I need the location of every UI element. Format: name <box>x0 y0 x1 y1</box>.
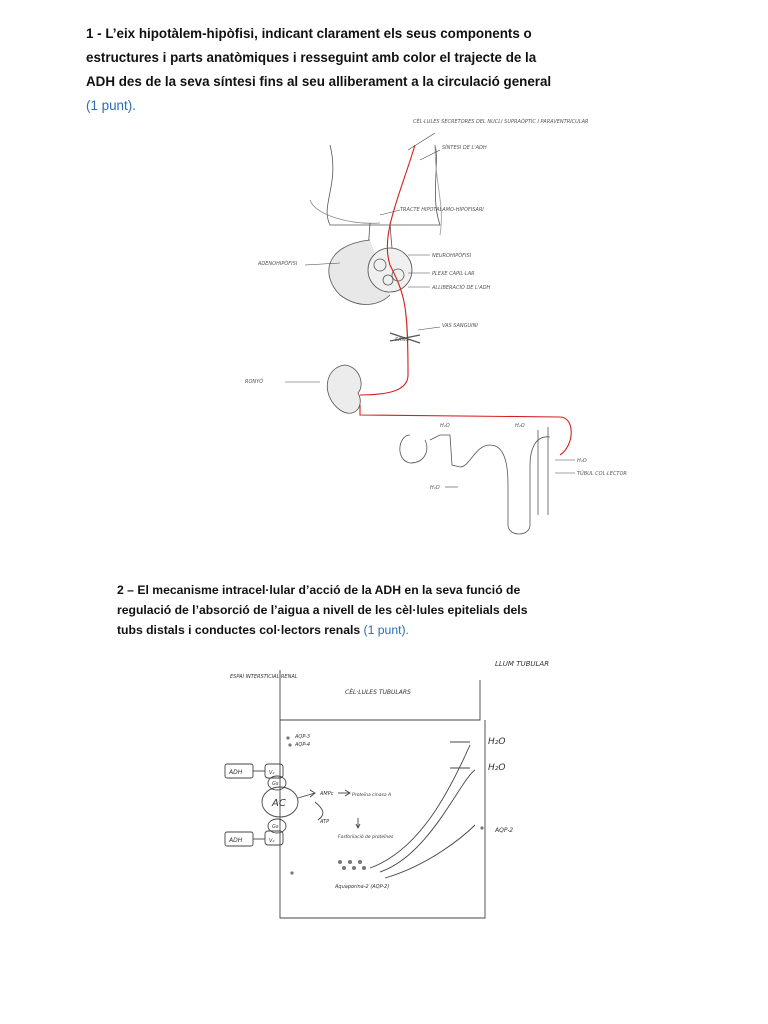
label-water-4: H₂O <box>430 485 440 491</box>
label-atp: ATP <box>319 819 329 825</box>
label-aqp2-vesicles: Aquaporina-2 (AQP-2) <box>334 884 389 890</box>
adh-path-to-duct <box>360 405 571 455</box>
label-water-3: H₂O <box>577 458 587 464</box>
label-aqp2: AQP-2 <box>494 827 513 834</box>
label-adh-2: ADH <box>228 837 243 844</box>
label-adh-1: ADH <box>228 769 243 776</box>
label-vessel: VAS SANGUINI <box>442 323 478 329</box>
question-2-points: (1 punt). <box>364 623 409 637</box>
label-pka: Proteïna cinasa A <box>352 792 391 798</box>
label-synthesis: SÍNTESI DE L'ADH <box>442 144 487 151</box>
label-kidney: RONYÓ <box>245 378 263 385</box>
label-neurohypophysis: NEUROHIPÒFISI <box>432 252 472 259</box>
label-plexus: PLEXE CAPIL·LAR <box>432 271 475 277</box>
label-water-b: H₂O <box>488 763 505 773</box>
label-water-a: H₂O <box>488 737 505 747</box>
question-1: 1 - L’eix hipotàlem-hipòfisi, indicant c… <box>86 22 566 118</box>
label-gs-1: Gs <box>272 781 279 787</box>
label-release: ALLIBERACIÓ DE L'ADH <box>431 284 490 291</box>
label-aqp3: AQP-3 <box>294 734 310 740</box>
label-water-1: H₂O <box>440 423 450 429</box>
figure-adh-mechanism: ESPAI INTERSTICIAL RENAL LLUM TUBULAR CÈ… <box>220 650 580 930</box>
label-adenohypophysis: ADENOHIPÒFISI <box>257 260 298 267</box>
label-ac: AC <box>271 798 286 809</box>
label-water-2: H₂O <box>515 423 525 429</box>
label-camp: AMPc <box>319 791 334 797</box>
question-2-text: 2 – El mecanisme intracel·lular d’acció … <box>117 583 527 637</box>
label-interstitial: ESPAI INTERSTICIAL RENAL <box>230 674 298 680</box>
label-gs-2: Gs <box>272 824 279 830</box>
label-lumen: LLUM TUBULAR <box>495 660 549 668</box>
label-v2-2: V₂ <box>269 838 274 844</box>
label-duct: TÚBUL COL·LECTOR <box>577 470 627 477</box>
label-neurons: CÈL·LULES SECRETORES DEL NUCLI SUPRAÒPTI… <box>413 117 589 125</box>
question-2: 2 – El mecanisme intracel·lular d’acció … <box>117 580 537 640</box>
label-phosphorylation: Fosforilació de proteïnes <box>338 833 394 840</box>
aqp2-vesicles <box>286 736 483 874</box>
figure-hypothalamus-pituitary: CÈL·LULES SECRETORES DEL NUCLI SUPRAÒPTI… <box>230 105 630 550</box>
label-tract: TRACTE HIPOTALAMO-HIPOFISARI <box>400 207 484 213</box>
question-1-points: (1 punt). <box>86 98 136 113</box>
label-aqp4: AQP-4 <box>294 742 310 748</box>
label-cells: CÈL·LULES TUBULARS <box>345 688 411 696</box>
label-blood: SANG <box>395 337 409 343</box>
question-1-text: 1 - L’eix hipotàlem-hipòfisi, indicant c… <box>86 26 551 89</box>
figure-1-sketch <box>310 145 550 534</box>
label-v2-1: V₂ <box>269 770 274 776</box>
